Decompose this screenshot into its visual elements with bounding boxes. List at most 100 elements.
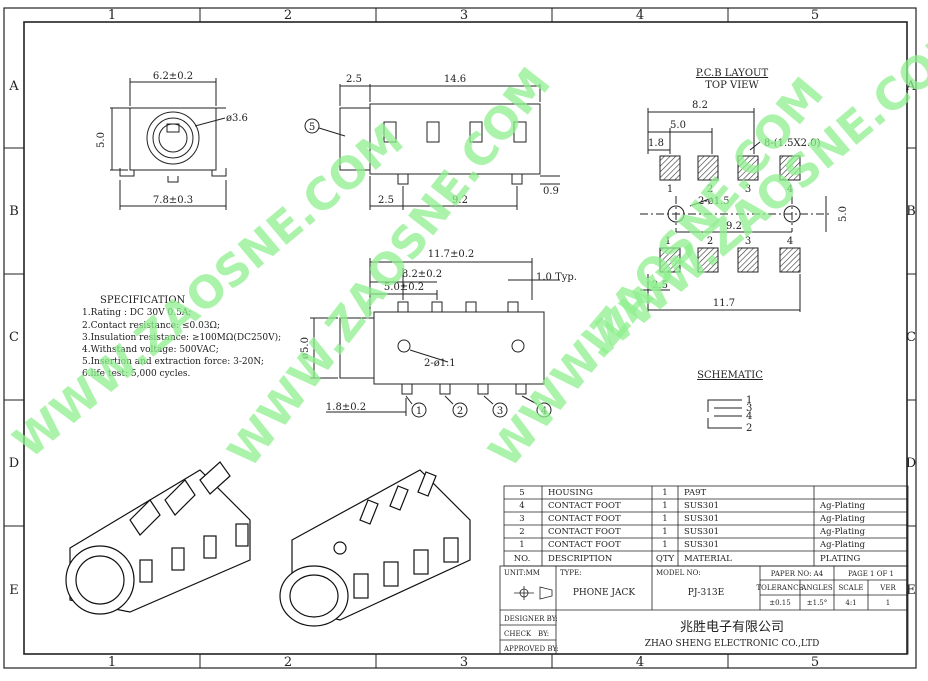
bom-row-5-no: 5 — [519, 488, 524, 498]
pcb-pin-top-2: 2 — [707, 184, 713, 195]
pcb-layout — [640, 108, 830, 312]
pcb-pin-bottom-3: 3 — [745, 236, 751, 247]
tb-company-en: ZHAO SHENG ELECTRONIC CO.,LTD — [645, 639, 820, 649]
side-dim-b: 14.6 — [444, 74, 466, 85]
pcb-dim-82: 8.2 — [692, 100, 708, 111]
tb-model-label: MODEL NO: — [656, 569, 701, 577]
tb-type-label: TYPE: — [560, 569, 581, 577]
tb-angles-label: ANGLES — [800, 584, 833, 592]
tb-tol-value: ±0.15 — [769, 599, 790, 607]
jack-render-right — [279, 469, 471, 627]
pcb-labels: P.C.B LAYOUT TOP VIEW 8.2 5.0 1.8 8-(1.5… — [648, 68, 849, 309]
pcb-dim-117: 11.7 — [713, 298, 735, 309]
tb-designer-label: DESIGNER BY: — [504, 615, 558, 623]
bottom-dim-d: 1.0 Typ. — [536, 272, 577, 283]
side-view — [304, 84, 560, 210]
bom-header-qty: QTY — [656, 554, 675, 564]
bom-row-3-material: SUS301 — [684, 514, 719, 524]
col-label-top-4: 4 — [636, 8, 644, 23]
tb-tol-label: TOLERANCE — [756, 584, 803, 592]
pcb-pin-bottom-2: 2 — [707, 236, 713, 247]
side-dim-a: 2.5 — [346, 74, 362, 85]
tb-type-value: PHONE JACK — [573, 588, 636, 598]
spec-line-6: 6.life test: 5,000 cycles. — [82, 369, 191, 379]
bom-row-5-desc: HOUSING — [548, 488, 593, 498]
pcb-dim-25: 2.5 — [652, 280, 668, 291]
side-view-dims: 5 2.5 14.6 2.5 9.2 0.9 — [309, 74, 559, 206]
schematic-pin-2: 2 — [746, 423, 752, 434]
bom-row-4-desc: CONTACT FOOT — [548, 501, 621, 511]
bom-row-3-qty: 1 — [662, 514, 667, 524]
bom-row-2-material: SUS301 — [684, 527, 719, 537]
pcb-pin-top-3: 3 — [745, 184, 751, 195]
tb-ver-label: VER — [879, 584, 896, 592]
bottom-callout-3: 3 — [497, 406, 503, 417]
bom-row-4-no: 4 — [519, 501, 524, 511]
front-hole-dim: ø3.6 — [226, 113, 248, 124]
spec-title: SPECIFICATION — [100, 295, 186, 306]
front-view — [110, 78, 227, 210]
bottom-dim-f: 2-ø1.1 — [424, 358, 456, 369]
tb-approved-label: APPROVED BY: — [503, 645, 559, 653]
side-callout-5: 5 — [309, 122, 315, 133]
col-label-bottom-1: 1 — [108, 655, 116, 670]
row-label-right-e: E — [906, 583, 916, 598]
row-label-right-c: C — [906, 330, 916, 345]
bom-header-material: MATERIAL — [684, 554, 732, 564]
pcb-hole-note: 2-ø1.5 — [698, 196, 730, 207]
bom-text: 5 HOUSING 1 PA9T 4 CONTACT FOOT 1 SUS301… — [514, 488, 866, 564]
bom-row-2-no: 2 — [519, 527, 524, 537]
front-width-dim: 6.2±0.2 — [153, 71, 193, 82]
spec-line-4: 4.Withstand voltage: 500VAC; — [82, 345, 219, 355]
bottom-dim-a: 11.7±0.2 — [428, 249, 475, 260]
bottom-view-dims: 11.7±0.2 8.2±0.2 5.0±0.2 1.0 Typ. ø5.0 2… — [300, 249, 577, 417]
bom-header-desc: DESCRIPTION — [548, 554, 613, 564]
title-block — [499, 565, 909, 655]
tb-check-label: CHECK — [504, 630, 532, 638]
side-dim-e: 0.9 — [543, 186, 559, 197]
specification: SPECIFICATION 1.Rating : DC 30V 0.5A; 2.… — [82, 295, 281, 379]
tb-unit-label: UNIT:MM — [504, 569, 540, 577]
frame-ticks — [4, 8, 916, 668]
bom-row-1-no: 1 — [519, 540, 524, 550]
bottom-view — [310, 258, 560, 418]
pcb-dim-50v: 5.0 — [838, 206, 849, 222]
bom-row-2-plating: Ag-Plating — [819, 527, 866, 537]
schematic-pin-4: 4 — [746, 411, 752, 422]
pcb-dim-18: 1.8 — [648, 138, 664, 149]
bottom-dim-g: 1.8±0.2 — [326, 402, 366, 413]
pcb-dim-50: 5.0 — [670, 120, 686, 131]
row-label-left-c: C — [9, 330, 19, 345]
pcb-pad-note: 8-(1.5X2.0) — [764, 138, 821, 149]
bottom-dim-b: 8.2±0.2 — [402, 269, 442, 280]
tb-scale-label: SCALE — [839, 584, 864, 592]
bom-row-1-material: SUS301 — [684, 540, 719, 550]
border-frame — [3, 7, 917, 669]
schematic-title: SCHEMATIC — [697, 370, 763, 381]
bottom-dim-e: ø5.0 — [300, 337, 311, 359]
tb-paper-label: PAPER NO: A4 — [771, 570, 824, 578]
side-dim-d: 9.2 — [452, 195, 468, 206]
tb-model-value: PJ-313E — [688, 588, 724, 598]
col-label-top-2: 2 — [284, 8, 292, 23]
bom-header-plating: PLATING — [820, 554, 861, 564]
side-dim-c: 2.5 — [378, 195, 394, 206]
col-label-top-5: 5 — [811, 8, 819, 23]
row-label-right-d: D — [906, 456, 916, 471]
schematic-pin-1: 1 — [746, 395, 752, 406]
spec-line-5: 5.Insertion and extraction force: 3-20N; — [82, 357, 264, 367]
tb-company-cn: 兆胜电子有限公司 — [680, 620, 784, 635]
bom-row-5-qty: 1 — [662, 488, 667, 498]
row-label-right-b: B — [906, 204, 916, 219]
col-label-bottom-2: 2 — [284, 655, 292, 670]
tb-angles-value: ±1.5° — [807, 599, 828, 607]
pcb-subtitle: TOP VIEW — [705, 80, 759, 91]
bottom-callout-1: 1 — [416, 406, 422, 417]
row-label-right-a: A — [905, 79, 916, 94]
frame-labels: 1 2 3 4 5 1 2 3 4 5 A B C D E A B C D E — [8, 8, 916, 670]
spec-line-1: 1.Rating : DC 30V 0.5A; — [82, 308, 191, 318]
front-height-dim: 5.0 — [96, 132, 107, 148]
pcb-pin-top-1: 1 — [667, 184, 673, 195]
row-label-left-e: E — [9, 583, 19, 598]
tb-ver-value: 1 — [886, 599, 890, 607]
